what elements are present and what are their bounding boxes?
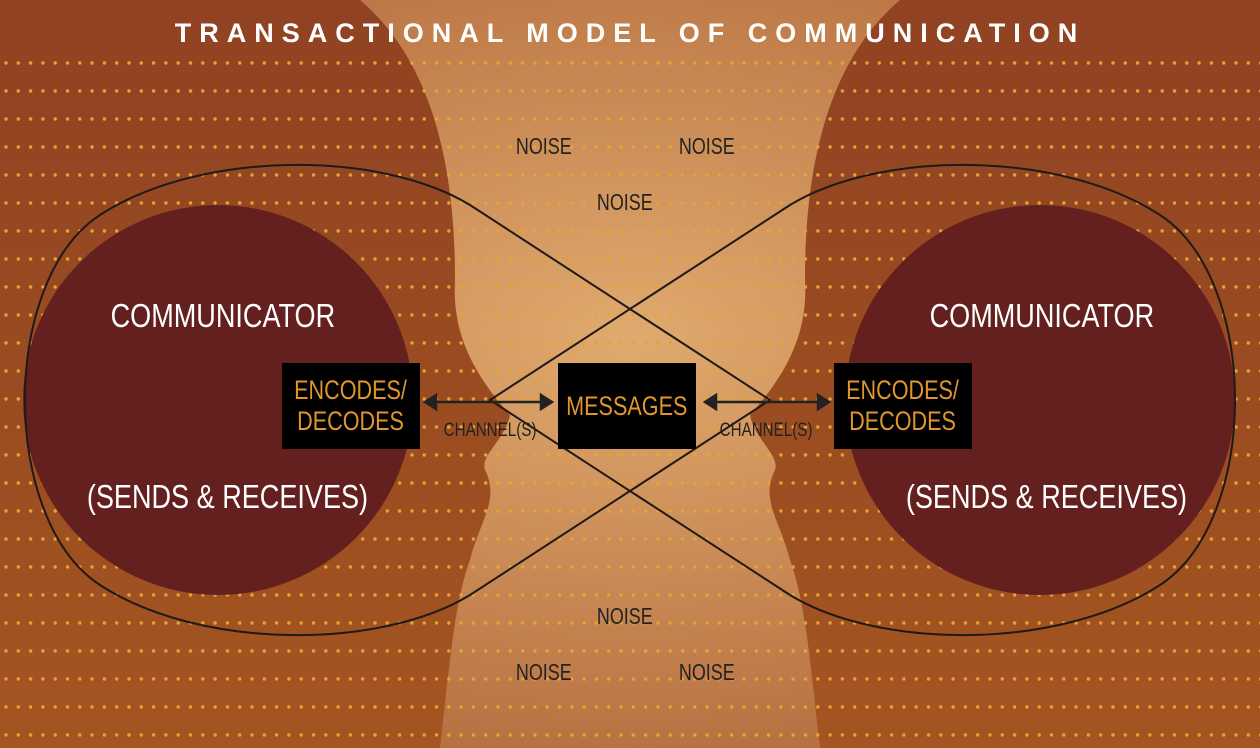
noise-label: NOISE	[678, 133, 735, 159]
decodes-label: DECODES	[297, 406, 405, 436]
encodes-label: ENCODES/	[846, 375, 960, 405]
left-communicator-circle	[23, 205, 413, 595]
right-loop	[488, 163, 1236, 637]
noise-label: NOISE	[596, 189, 653, 215]
left-role-label: (SENDS & RECEIVES)	[86, 478, 369, 515]
encodes-label: ENCODES/	[294, 375, 408, 405]
right-role-label: (SENDS & RECEIVES)	[905, 478, 1188, 515]
messages-box: MESSAGES	[558, 363, 696, 449]
noise-label: NOISE	[596, 603, 653, 629]
messages-label: MESSAGES	[566, 390, 688, 421]
decodes-label: DECODES	[849, 406, 957, 436]
right-communicator-circle	[845, 205, 1235, 595]
left-loop	[24, 163, 772, 637]
noise-label: NOISE	[515, 133, 572, 159]
right-encodes-decodes-box: ENCODES/DECODES	[834, 363, 972, 449]
diagram-title: TRANSACTIONAL MODEL OF COMMUNICATION	[174, 18, 1086, 48]
right-channel-label: CHANNEL(S)	[719, 420, 813, 441]
channel-arrows	[422, 392, 832, 412]
left-channel-label: CHANNEL(S)	[443, 420, 537, 441]
right-communicator-label: COMMUNICATOR	[929, 297, 1155, 334]
left-encodes-decodes-box: ENCODES/DECODES	[282, 363, 420, 449]
noise-label: NOISE	[515, 659, 572, 685]
noise-label: NOISE	[678, 659, 735, 685]
left-communicator-label: COMMUNICATOR	[110, 297, 336, 334]
